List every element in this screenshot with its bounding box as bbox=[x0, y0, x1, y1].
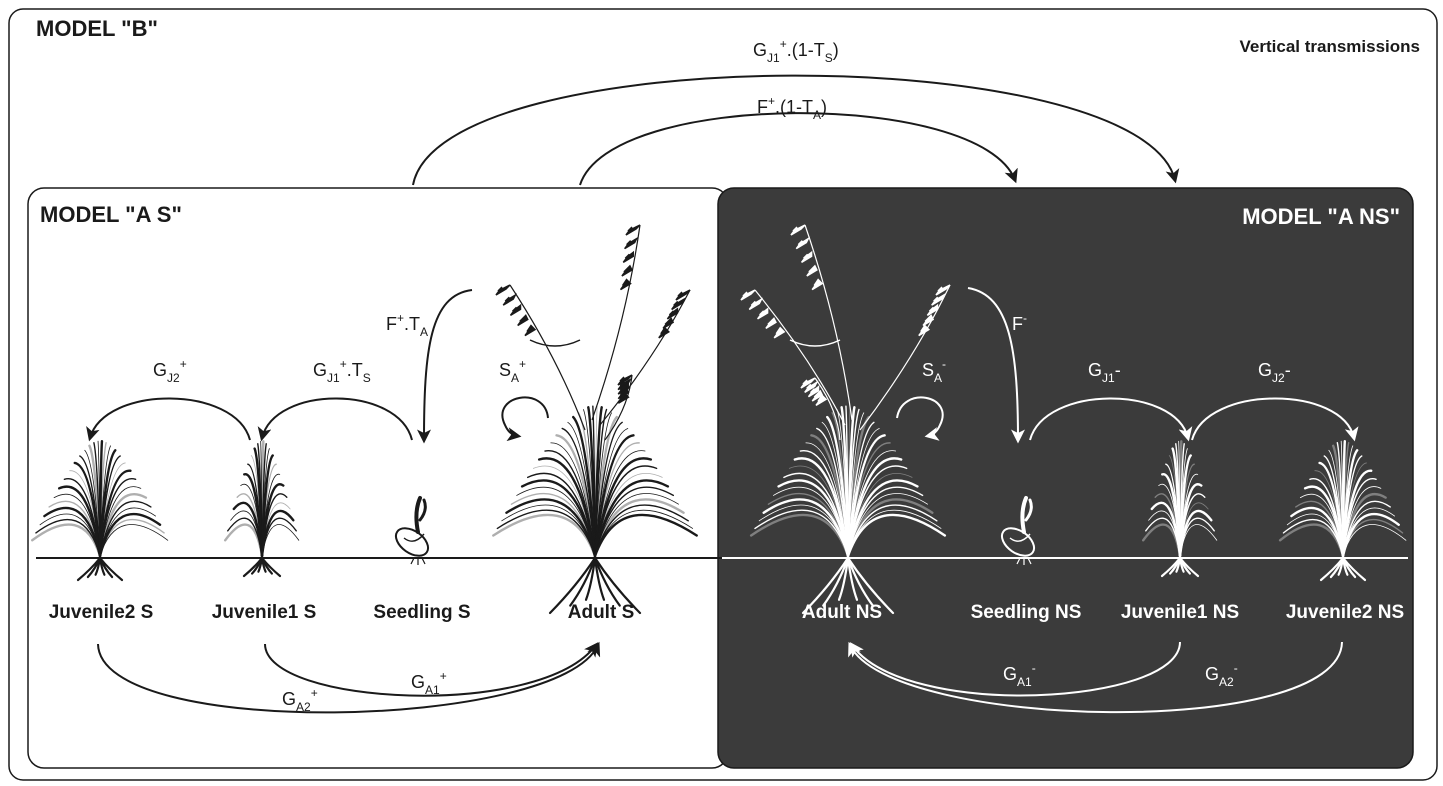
arrow-ga2-ns bbox=[848, 641, 1343, 714]
model-b-title: MODEL "B" bbox=[36, 16, 158, 41]
rate-b-mid: F+.(1-TA) bbox=[757, 94, 827, 122]
rate-ga1-s: GA1+ bbox=[411, 669, 447, 697]
grass-tussock-icon bbox=[1141, 440, 1218, 558]
arrow-f-ns bbox=[967, 287, 1025, 444]
stage-label-adult-ns: Adult NS bbox=[802, 602, 882, 623]
rate-ga2-ns: GA2- bbox=[1205, 661, 1238, 689]
vertical-transmissions-label: Vertical transmissions bbox=[1240, 37, 1420, 56]
arrow-sa-ns bbox=[896, 396, 944, 441]
rate-f-ns: F- bbox=[1012, 311, 1027, 334]
rate-gj1-s: GJ1+.TS bbox=[313, 357, 371, 385]
rate-gj2-ns: GJ2- bbox=[1258, 360, 1291, 385]
stage-label-seedling-s: Seedling S bbox=[373, 602, 470, 623]
arrow-f-s bbox=[417, 289, 473, 444]
stage-label-seedling-ns: Seedling NS bbox=[971, 602, 1082, 623]
arrow-ga1-s bbox=[264, 642, 599, 697]
model-a-ns-title: MODEL "A NS" bbox=[1242, 204, 1400, 229]
model-a-s-title: MODEL "A S" bbox=[40, 202, 182, 227]
rate-sa-ns: SA- bbox=[922, 357, 946, 385]
roots-icon bbox=[801, 556, 1367, 615]
arrow-ga2-s bbox=[97, 641, 601, 714]
model-a-ns-panel bbox=[717, 187, 1414, 769]
grass-tussock-icon bbox=[30, 439, 169, 558]
grass-tussock-icon bbox=[1278, 439, 1407, 558]
grass-tussock-icon bbox=[223, 440, 300, 558]
arrow-vertical-gj1 bbox=[412, 74, 1180, 186]
flowering-grass-icon bbox=[495, 224, 691, 441]
arrow-gj2-ns bbox=[1191, 397, 1359, 442]
rate-b-top: GJ1+.(1-TS) bbox=[753, 37, 839, 65]
stage-label-juvenile2-s: Juvenile2 S bbox=[49, 602, 154, 623]
grass-tussock-icon bbox=[749, 405, 947, 558]
grass-tussock-icon bbox=[492, 405, 698, 558]
seedling-icon bbox=[1000, 496, 1036, 565]
stage-label-juvenile1-s: Juvenile1 S bbox=[212, 602, 317, 623]
stage-label-juvenile2-ns: Juvenile2 NS bbox=[1286, 602, 1404, 623]
rate-gj1-ns: GJ1- bbox=[1088, 360, 1121, 385]
rate-gj2-s: GJ2+ bbox=[153, 357, 187, 385]
arrow-sa-s bbox=[501, 396, 549, 442]
roots-icon bbox=[76, 556, 642, 615]
arrow-gj1-s bbox=[257, 397, 413, 442]
arrow-vertical-f bbox=[579, 112, 1018, 186]
seedling-icon bbox=[394, 496, 430, 565]
rate-ga1-ns: GA1- bbox=[1003, 661, 1036, 689]
flowering-grass-icon bbox=[740, 224, 951, 441]
stage-label-adult-s: Adult S bbox=[568, 602, 635, 623]
rate-sa-s: SA+ bbox=[499, 357, 526, 385]
rate-ga2-s: GA2+ bbox=[282, 686, 318, 714]
arrow-ga1-ns bbox=[849, 641, 1181, 697]
arrow-gj2-s bbox=[86, 397, 251, 442]
arrow-gj1-ns bbox=[1029, 397, 1193, 442]
stage-label-juvenile1-ns: Juvenile1 NS bbox=[1121, 602, 1239, 623]
rate-f-s: F+.TA bbox=[386, 311, 428, 339]
model-b-frame bbox=[8, 8, 1438, 781]
